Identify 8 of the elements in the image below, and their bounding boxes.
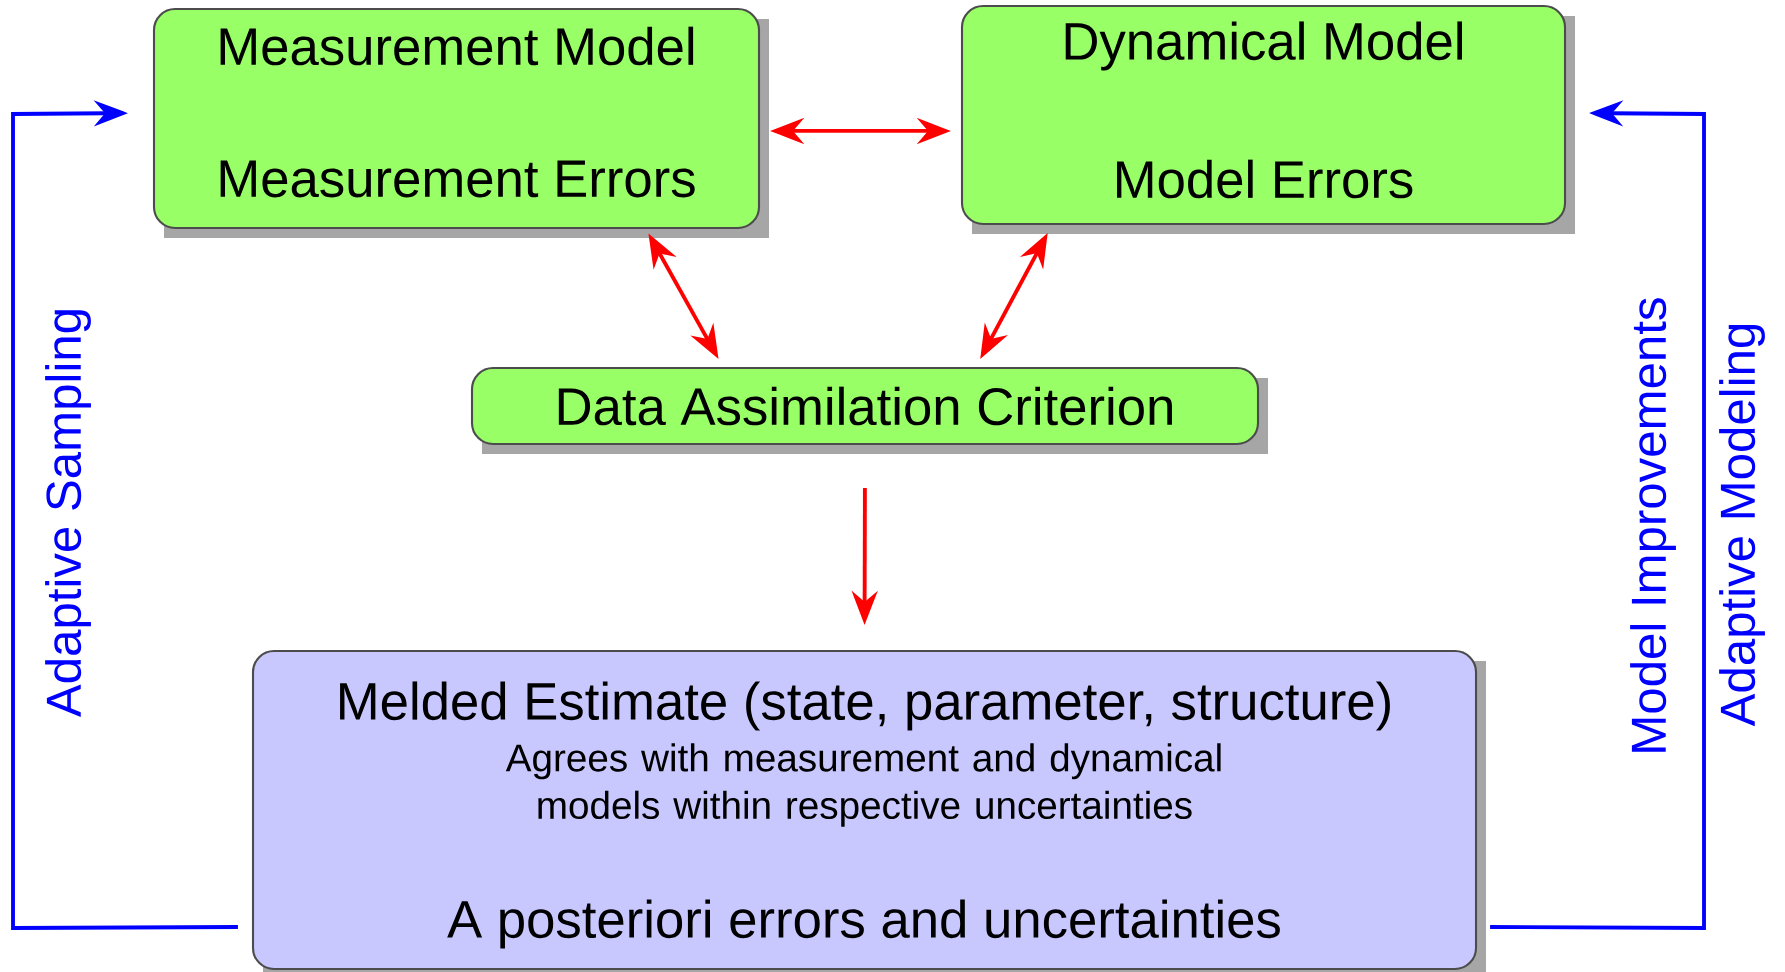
process-box: Dynamical Model Model Errors [960, 4, 1575, 234]
process-box: Measurement Model Measurement Errors [152, 7, 769, 238]
process-box: Melded Estimate (state, parameter, structure) Agrees with measurement and dynamical models within respective uncertainties A posteriori errors and uncertainties [251, 649, 1486, 972]
process-box: Data Assimilation Criterion [470, 366, 1268, 454]
arrow [11, 100, 238, 930]
edge-label: Adaptive Modeling [1719, 324, 1765, 727]
side-label: Model Improvements [1630, 298, 1676, 752]
edge-label: Adaptive Sampling [45, 310, 91, 717]
